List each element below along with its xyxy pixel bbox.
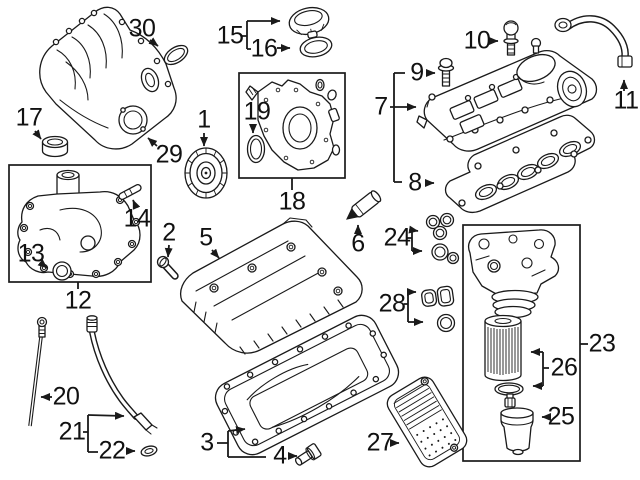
callout-30[interactable]: 30	[128, 14, 156, 43]
callout-2[interactable]: 2	[162, 218, 176, 247]
cover-bolts	[19, 195, 141, 279]
part-2-bolt	[156, 255, 179, 280]
part-3-lower-oil-pan	[214, 314, 400, 456]
callout-10[interactable]: 10	[463, 26, 491, 55]
part-11-hose	[554, 15, 633, 68]
part-intake-manifold	[39, 6, 177, 150]
callout-11[interactable]: 11	[613, 86, 639, 115]
part-4-drain-plug	[294, 443, 322, 466]
part-17-cap	[41, 135, 69, 158]
part-23-filter-housing	[467, 229, 560, 319]
part-20-dipstick	[28, 316, 48, 427]
group-box-23	[462, 224, 581, 462]
part-15-oil-cap	[288, 6, 330, 39]
part-7-valve-cover	[416, 37, 598, 152]
part-14-pin	[118, 184, 142, 200]
part-16-seal-ring	[299, 36, 333, 58]
callout-26[interactable]: 26	[550, 353, 578, 382]
part-10-ball-stud	[503, 20, 519, 56]
callout-29[interactable]: 29	[155, 140, 183, 169]
part-6-sealant-tube	[346, 190, 382, 220]
callout-18[interactable]: 18	[278, 187, 306, 216]
throttle-flange	[118, 105, 148, 135]
callout-3[interactable]: 3	[200, 428, 214, 457]
part-12-cover	[17, 169, 141, 279]
callout-27[interactable]: 27	[366, 428, 394, 457]
callout-28[interactable]: 28	[378, 289, 406, 318]
callout-24[interactable]: 24	[383, 223, 411, 252]
callout-4[interactable]: 4	[273, 441, 287, 470]
part-13-seal	[52, 261, 72, 281]
callout-14[interactable]: 14	[123, 204, 151, 233]
callout-6[interactable]: 6	[351, 229, 365, 258]
part-24-orings	[425, 212, 460, 265]
callout-21[interactable]: 21	[58, 417, 86, 446]
part-27-oil-cooler	[386, 376, 468, 468]
callout-13[interactable]: 13	[17, 239, 45, 268]
callout-16[interactable]: 16	[250, 34, 278, 63]
callout-leaders	[32, 17, 628, 460]
callout-1[interactable]: 1	[197, 105, 211, 134]
callout-7[interactable]: 7	[374, 92, 388, 121]
callout-17[interactable]: 17	[15, 103, 43, 132]
part-5-upper-oil-pan	[179, 217, 363, 355]
callout-20[interactable]: 20	[52, 382, 80, 411]
part-28-gaskets	[421, 285, 456, 333]
part-21-dipstick-tube	[86, 315, 158, 435]
callout-22[interactable]: 22	[98, 436, 126, 465]
pan-bolt-holes	[221, 322, 387, 445]
callout-19[interactable]: 19	[243, 97, 271, 126]
group-box-12	[8, 164, 152, 283]
part-19-seal	[246, 134, 266, 164]
part-9-bolt	[437, 57, 455, 87]
part-30-gasket	[163, 44, 189, 66]
callout-9[interactable]: 9	[410, 58, 424, 87]
callout-12[interactable]: 12	[64, 286, 92, 315]
part-8-gasket	[444, 114, 596, 214]
callout-15[interactable]: 15	[216, 21, 244, 50]
callout-23[interactable]: 23	[588, 329, 616, 358]
callout-8[interactable]: 8	[408, 168, 422, 197]
part-22-seal	[140, 445, 158, 457]
callout-5[interactable]: 5	[199, 223, 213, 252]
part-25-filter-cap	[500, 393, 534, 456]
part-1-crank-seal	[184, 147, 228, 199]
part-26-filter-element	[484, 314, 524, 396]
part-18-timing-cover	[245, 78, 341, 171]
callout-25[interactable]: 25	[547, 402, 575, 431]
